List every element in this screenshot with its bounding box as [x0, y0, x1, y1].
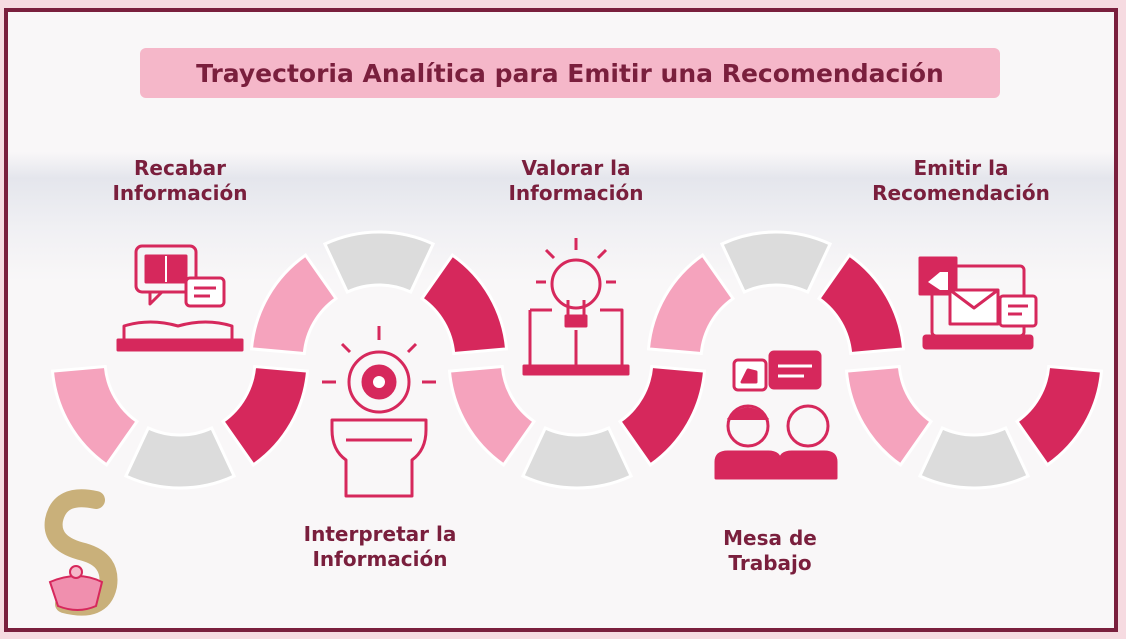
- diagram-title: Trayectoria Analítica para Emitir una Re…: [140, 48, 1000, 98]
- segment-top-right: [816, 253, 906, 356]
- segment-top-middle: [322, 230, 436, 295]
- segment-bottom-middle: [520, 425, 634, 490]
- meeting-people-icon: [714, 350, 838, 480]
- segment-bottom-middle: [917, 425, 1031, 490]
- head-gear-icon: [322, 326, 436, 498]
- lightbulb-book-icon: [522, 238, 630, 376]
- book-chat-icon: [116, 244, 244, 352]
- segment-top-left: [249, 253, 339, 356]
- segment-top-middle: [719, 230, 833, 295]
- s-logo-icon: [44, 489, 118, 616]
- segment-bottom-left: [50, 364, 140, 467]
- segment-bottom-right: [1014, 364, 1104, 467]
- segment-bottom-right: [220, 364, 310, 467]
- segment-top-left: [646, 253, 736, 356]
- segment-bottom-right: [617, 364, 707, 467]
- segment-top-right: [419, 253, 509, 356]
- wave-segments: [50, 230, 1104, 490]
- segment-bottom-left: [447, 364, 537, 467]
- segment-bottom-middle: [123, 425, 237, 490]
- laptop-email-icon: [918, 256, 1038, 350]
- segment-bottom-left: [844, 364, 934, 467]
